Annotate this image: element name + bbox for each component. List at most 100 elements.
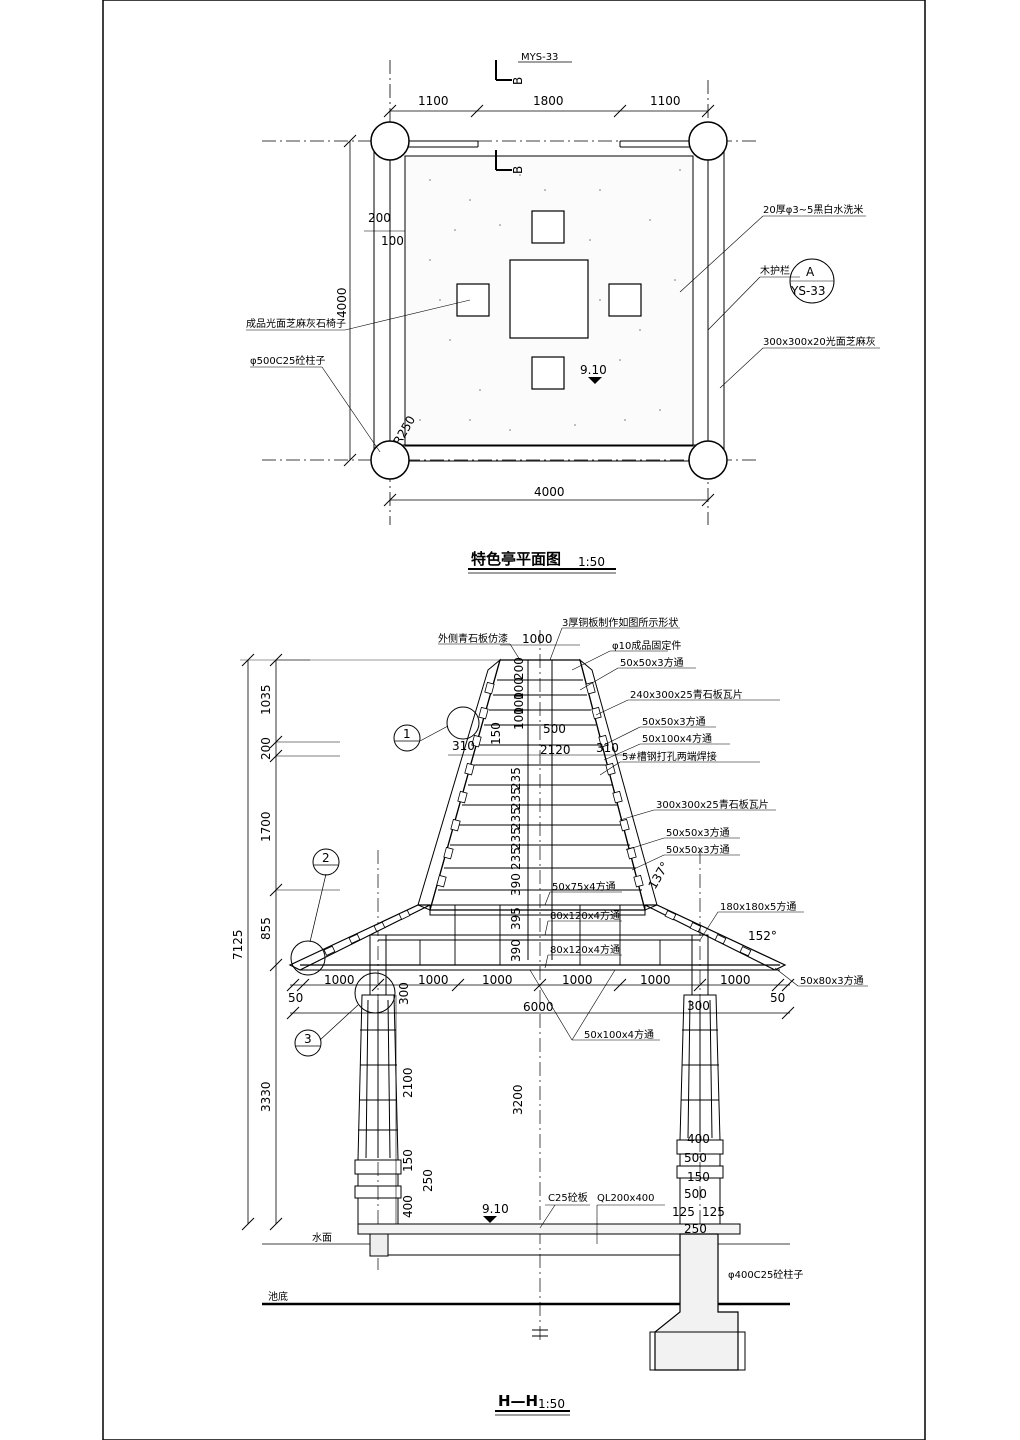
plan-dim-top-mid: 1800 <box>533 94 564 108</box>
column-sw <box>370 440 410 480</box>
ring-beam-upper <box>429 904 646 916</box>
dim-1035: 1035 <box>259 684 273 715</box>
stack-4: 235 <box>509 847 523 870</box>
label-pool: 池底 <box>268 1290 288 1303</box>
roof-tiles-left <box>436 681 495 888</box>
plan-dim-bottom: 4000 <box>534 485 565 499</box>
label-copper: 3厚铜板制作如图所示形状 <box>562 616 678 629</box>
stool-right <box>608 283 642 317</box>
label-paving: 300x300x20光面芝麻灰 <box>763 335 876 348</box>
base-dim-1: 1000 <box>324 973 355 987</box>
plan-dim-top-right: 1100 <box>650 94 681 108</box>
section-scale: 1:50 <box>538 1397 565 1411</box>
plan-scale: 1:50 <box>578 555 605 569</box>
angle-152: 152° <box>748 929 777 943</box>
label-t10: 50x80x3方通 <box>800 974 864 987</box>
dim-r-400: 400 <box>687 1132 710 1146</box>
dim-2100: 2100 <box>401 1067 415 1098</box>
label-channel: 5#槽钢打孔两端焊接 <box>622 750 717 763</box>
dim-1700: 1700 <box>259 811 273 842</box>
ring-beam-ql <box>369 1233 389 1257</box>
base-dim-7: 50 <box>770 991 785 1005</box>
label-t2: 50x50x3方通 <box>642 715 706 728</box>
dim-310-right: 310 <box>596 741 619 755</box>
pile-foundation <box>654 1233 739 1371</box>
label-t4: 50x50x3方通 <box>666 826 730 839</box>
plan-dim-100: 100 <box>381 234 404 248</box>
stack-0: 235 <box>509 767 523 790</box>
detail-ref-sheet: YS-33 <box>790 284 826 298</box>
label-tile2: 300x300x25青石板瓦片 <box>656 798 769 811</box>
dim-r-150: 150 <box>687 1170 710 1184</box>
label-concrete: C25砼板 <box>548 1191 588 1204</box>
label-t8: 80x120x4方通 <box>550 943 620 956</box>
eave-right <box>644 904 787 971</box>
label-t5: 50x50x3方通 <box>666 843 730 856</box>
stack-6: 395 <box>509 907 523 930</box>
stack-1: 235 <box>509 787 523 810</box>
label-beam: QL200x400 <box>597 1193 655 1204</box>
label-t1: 50x50x3方通 <box>620 656 684 669</box>
label-t3: 50x100x4方通 <box>642 732 712 745</box>
dim-2120: 2120 <box>540 743 571 757</box>
column-left <box>354 934 402 1225</box>
section-level: 9.10 <box>482 1202 509 1216</box>
label-t6: 50x75x4方通 <box>552 880 616 893</box>
stack-7: 390 <box>509 939 523 962</box>
label-t11: 50x100x4方通 <box>584 1028 654 1041</box>
label-t7: 80x120x4方通 <box>550 909 620 922</box>
callout-1: 1 <box>403 727 411 741</box>
stack-top-0: 200 <box>512 657 526 680</box>
column-nw <box>370 121 410 161</box>
callout-3: 3 <box>304 1032 312 1046</box>
section-mark-bottom: B <box>511 166 525 174</box>
dim-top-1000: 1000 <box>522 632 553 646</box>
label-gravel: 20厚φ3~5黑白水洗米 <box>763 203 863 216</box>
base-dim-0: 50 <box>288 991 303 1005</box>
plan-level: 9.10 <box>580 363 607 377</box>
dim-r-500: 500 <box>684 1151 707 1165</box>
sheet-border <box>102 0 926 1440</box>
base-dim-4: 1000 <box>562 973 593 987</box>
stack-3: 235 <box>509 827 523 850</box>
label-t9: 180x180x5方通 <box>720 900 796 913</box>
base-dim-5: 1000 <box>640 973 671 987</box>
detail-ref-num: A <box>806 265 815 279</box>
plan-dim-200: 200 <box>368 211 391 225</box>
base-dim-2: 1000 <box>418 973 449 987</box>
label-water: 水面 <box>312 1232 332 1244</box>
stack-top-4: 150 <box>489 722 503 745</box>
plan-dim-top-left: 1100 <box>418 94 449 108</box>
dim-col-left-300: 300 <box>397 982 411 1005</box>
base-dim-6: 1000 <box>720 973 751 987</box>
column-ne <box>688 121 728 161</box>
stone-table <box>509 259 589 339</box>
stack-top-1: 100 <box>512 677 526 700</box>
stack-5: 390 <box>509 873 523 896</box>
dim-310-left: 310 <box>452 739 475 753</box>
label-stools: 成品光面芝麻灰石椅子 <box>246 317 346 330</box>
plan-title: 特色亭平面图 <box>471 550 561 568</box>
callout-2: 2 <box>322 851 330 865</box>
stack-top-2: 100 <box>512 692 526 715</box>
dim-3330: 3330 <box>259 1081 273 1112</box>
roof-purlins <box>438 679 642 891</box>
label-outer: 外侧青石板仿漆 <box>438 632 508 645</box>
dim-r-125b: 125 <box>702 1205 725 1219</box>
dim-r-300: 300 <box>687 999 710 1013</box>
base-dim-3: 1000 <box>482 973 513 987</box>
stool-left <box>456 283 490 317</box>
dim-200: 200 <box>259 737 273 760</box>
dim-500: 500 <box>543 722 566 736</box>
roof-tiles-right <box>585 681 644 888</box>
label-pile: φ400C25砼柱子 <box>728 1268 803 1281</box>
plan-dim-left: 4000 <box>335 287 349 318</box>
eave-left <box>288 904 431 971</box>
dim-r-125a: 125 <box>672 1205 695 1219</box>
stack-2: 235 <box>509 807 523 830</box>
dim-7125: 7125 <box>231 929 245 960</box>
gravel-speckle <box>419 169 681 431</box>
floor-slab <box>357 1223 741 1235</box>
dim-r-500b: 500 <box>684 1187 707 1201</box>
